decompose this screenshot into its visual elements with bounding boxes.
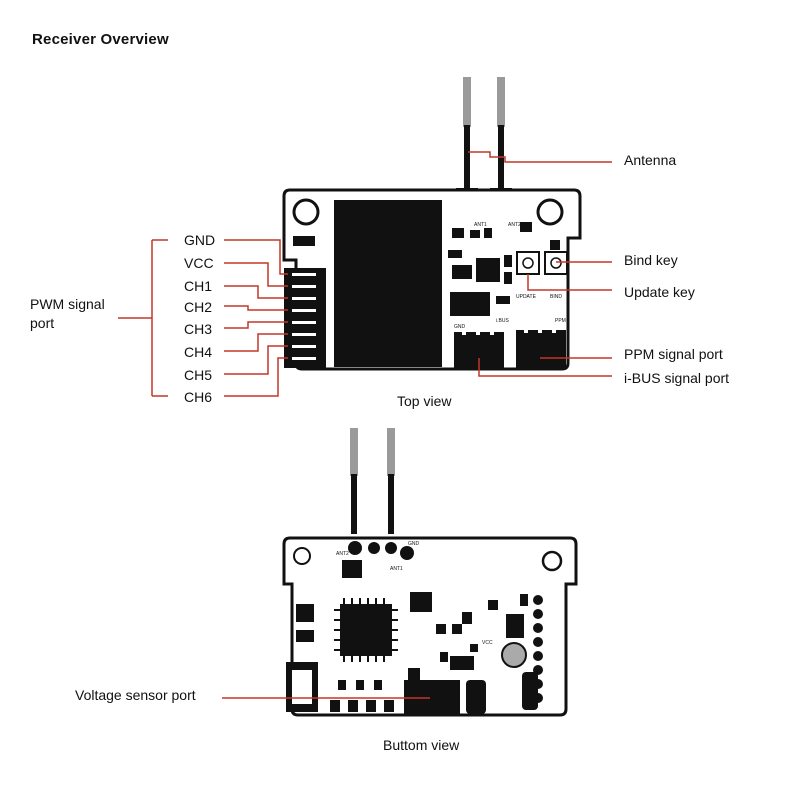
- antenna-wire-right: [498, 125, 504, 195]
- update-key[interactable]: [516, 251, 540, 275]
- label-ppm-signal-port: PPM signal port: [624, 346, 723, 362]
- antenna-cable-right: [497, 77, 505, 127]
- bottom-mount-hole-left: [293, 547, 311, 565]
- label-bind-key: Bind key: [624, 252, 678, 268]
- silk-ibus: i.BUS: [496, 318, 509, 324]
- label-vcc: VCC: [184, 255, 214, 271]
- label-voltage-sensor-port: Voltage sensor port: [75, 687, 196, 703]
- bottom-mount-hole-right: [541, 550, 563, 572]
- antenna-cable-left: [463, 77, 471, 127]
- mcu-chip: [340, 604, 392, 656]
- silk-ppm: PPM: [555, 318, 566, 324]
- bottom-board-outline: [282, 536, 578, 717]
- silk-bottom-vcc: VCC: [482, 640, 493, 646]
- label-update-key: Update key: [624, 284, 695, 300]
- mount-hole-top-left: [292, 198, 320, 226]
- label-ch3: CH3: [184, 321, 212, 337]
- silk-gnd: GND: [454, 324, 466, 330]
- pwm-header: [284, 268, 326, 368]
- silk-update: UPDATE: [516, 294, 537, 300]
- silk-bind: BIND: [550, 294, 562, 300]
- label-ch5: CH5: [184, 367, 212, 383]
- bottom-smd-cluster: [296, 560, 528, 682]
- bind-key[interactable]: [544, 251, 568, 275]
- antenna-wire-left: [464, 125, 470, 195]
- silk-ant1: ANT1: [474, 222, 487, 228]
- silk-bottom-gnd: GND: [408, 541, 420, 547]
- silk-bottom-ant2: ANT2: [336, 551, 349, 557]
- antenna-pads: [348, 541, 414, 560]
- ppm-signal-port: [516, 330, 566, 368]
- silk-ant2: ANT2: [508, 222, 521, 228]
- bottom-antenna-cable-left: [350, 428, 358, 476]
- caption-top-view: Top view: [397, 393, 452, 409]
- label-ch1: CH1: [184, 278, 212, 294]
- rf-shield: [334, 200, 442, 367]
- label-ch6: CH6: [184, 389, 212, 405]
- voltage-sensor-port: [404, 680, 460, 714]
- label-ibus-signal-port: i-BUS signal port: [624, 370, 729, 386]
- label-pwm-signal-port-line1: PWM signal: [30, 296, 105, 312]
- silk-bottom-ant1: ANT1: [390, 566, 403, 572]
- page-title: Receiver Overview: [32, 31, 169, 48]
- caption-bottom-view: Buttom view: [383, 737, 460, 753]
- bottom-view-receiver: ANT2 GND ANT1 VCC: [282, 428, 578, 717]
- label-gnd: GND: [184, 232, 215, 248]
- label-pwm-signal-port-line2: port: [30, 315, 54, 331]
- top-view-receiver: ANT1 ANT2 UPDATE BIND GND i.BUS PPM: [282, 77, 582, 371]
- top-callout-lines: [118, 151, 612, 397]
- mount-hole-top-right: [536, 198, 564, 226]
- bottom-antenna-cable-right: [387, 428, 395, 476]
- label-ch4: CH4: [184, 344, 212, 360]
- smd-cluster: [448, 222, 560, 316]
- label-ch2: CH2: [184, 299, 212, 315]
- buzzer: [501, 642, 527, 668]
- label-antenna: Antenna: [624, 152, 676, 168]
- smd-component: [293, 236, 315, 246]
